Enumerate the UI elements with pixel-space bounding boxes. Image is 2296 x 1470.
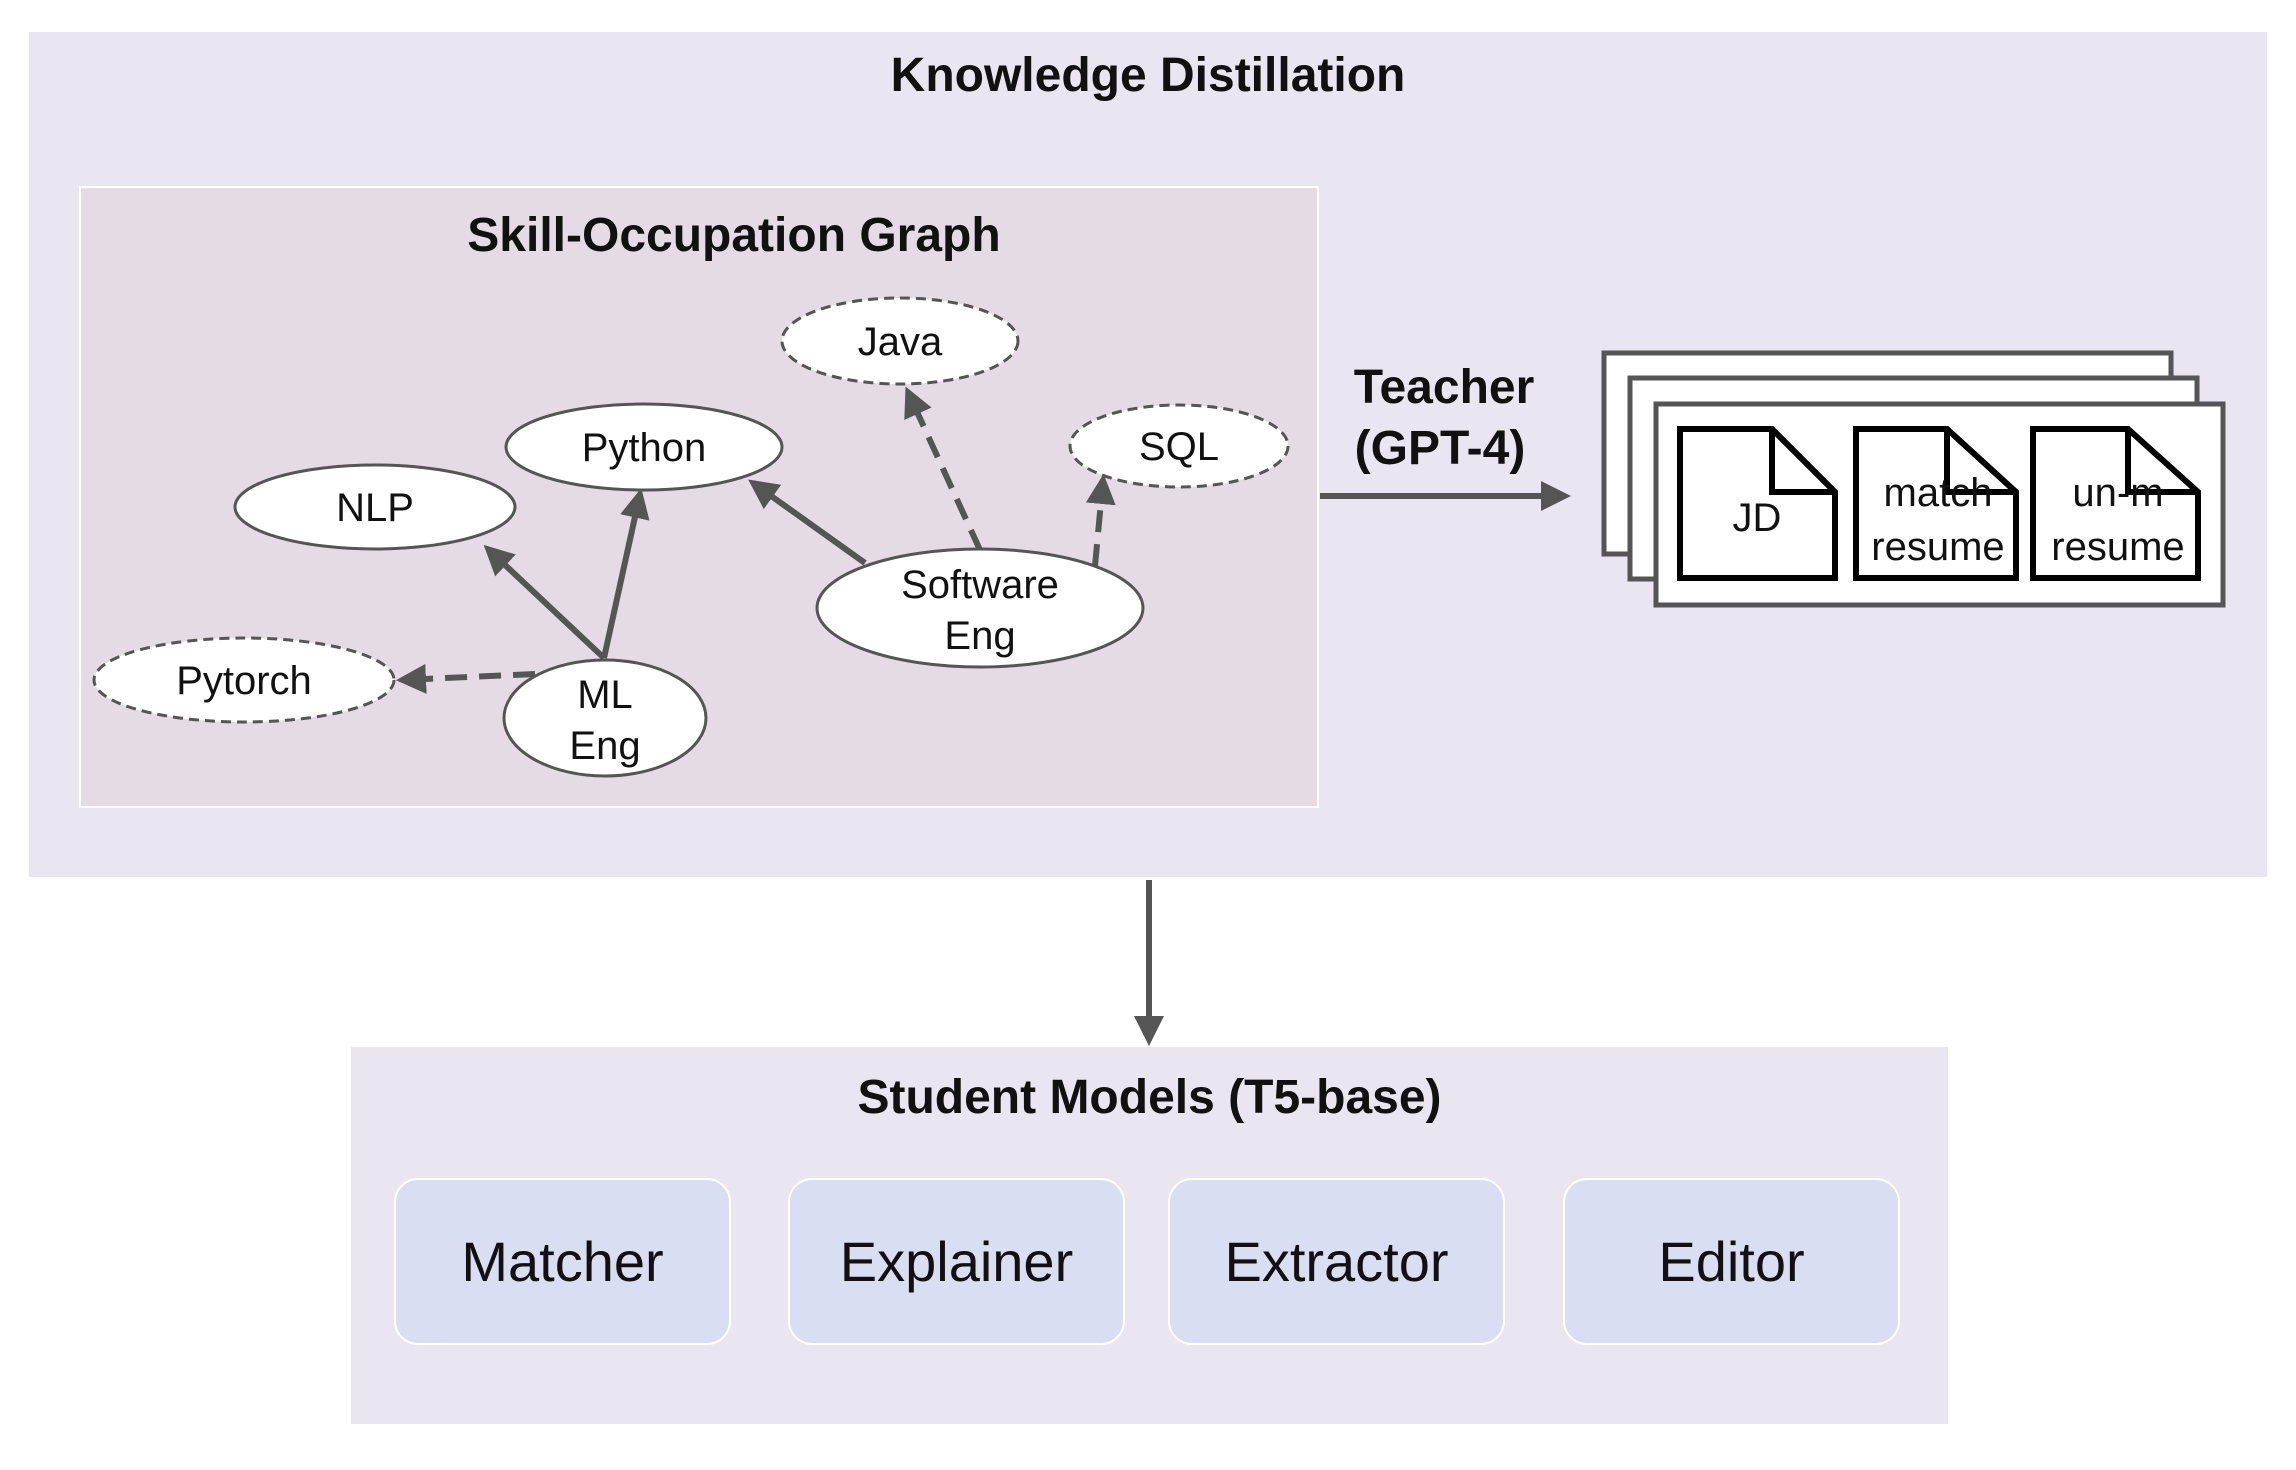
edge-softeng-python [748,479,867,566]
edge-mleng-pytorch [396,663,536,694]
software-eng-label-1: Software [901,563,1059,607]
software-eng-node [815,547,1145,669]
extractor-model: Extractor [1168,1178,1505,1345]
graph-title: Skill-Occupation Graph [467,209,1001,262]
match-label-1: match [1884,471,1993,515]
java-label: Java [858,320,943,364]
edge-softeng-java [904,386,983,552]
ml-eng-node [502,658,708,778]
unmatch-label-2: resume [2051,525,2184,569]
sql-label: SQL [1139,425,1219,469]
software-eng-label-2: Eng [944,614,1015,658]
matcher-model: Matcher [394,1178,731,1345]
explainer-model: Explainer [788,1178,1125,1345]
explainer-label: Explainer [839,1230,1074,1293]
ml-eng-label-1: ML [577,673,633,717]
pytorch-node [92,636,396,724]
nlp-label: NLP [336,486,414,530]
edge-mleng-nlp [483,544,607,661]
knowledge-distillation-title: Knowledge Distillation [890,49,1406,102]
student-models-title: Student Models (T5-base) [857,1071,1442,1124]
editor-model: Editor [1563,1178,1900,1345]
matcher-label: Matcher [461,1230,664,1293]
extractor-label: Extractor [1224,1230,1449,1293]
match-label-2: resume [1871,525,2004,569]
pytorch-label: Pytorch [176,659,312,703]
nlp-node [233,463,517,551]
edge-softeng-sql [1085,474,1116,567]
editor-label: Editor [1658,1230,1805,1293]
python-node [504,402,784,492]
unmatch-resume-document-icon [2030,426,2201,581]
ml-eng-label-2: Eng [569,724,640,768]
match-resume-document-icon [1853,426,2019,581]
edge-mleng-python [601,488,650,659]
teacher-label-1: Teacher [1354,361,1535,414]
unmatch-label-1: un-m [2072,471,2163,515]
jd-label: JD [1733,496,1782,540]
teacher-label-2: (GPT-4) [1355,422,1526,475]
jd-document-icon [1677,426,1838,581]
sql-node [1068,403,1290,489]
python-label: Python [582,426,707,470]
java-node [780,296,1020,386]
